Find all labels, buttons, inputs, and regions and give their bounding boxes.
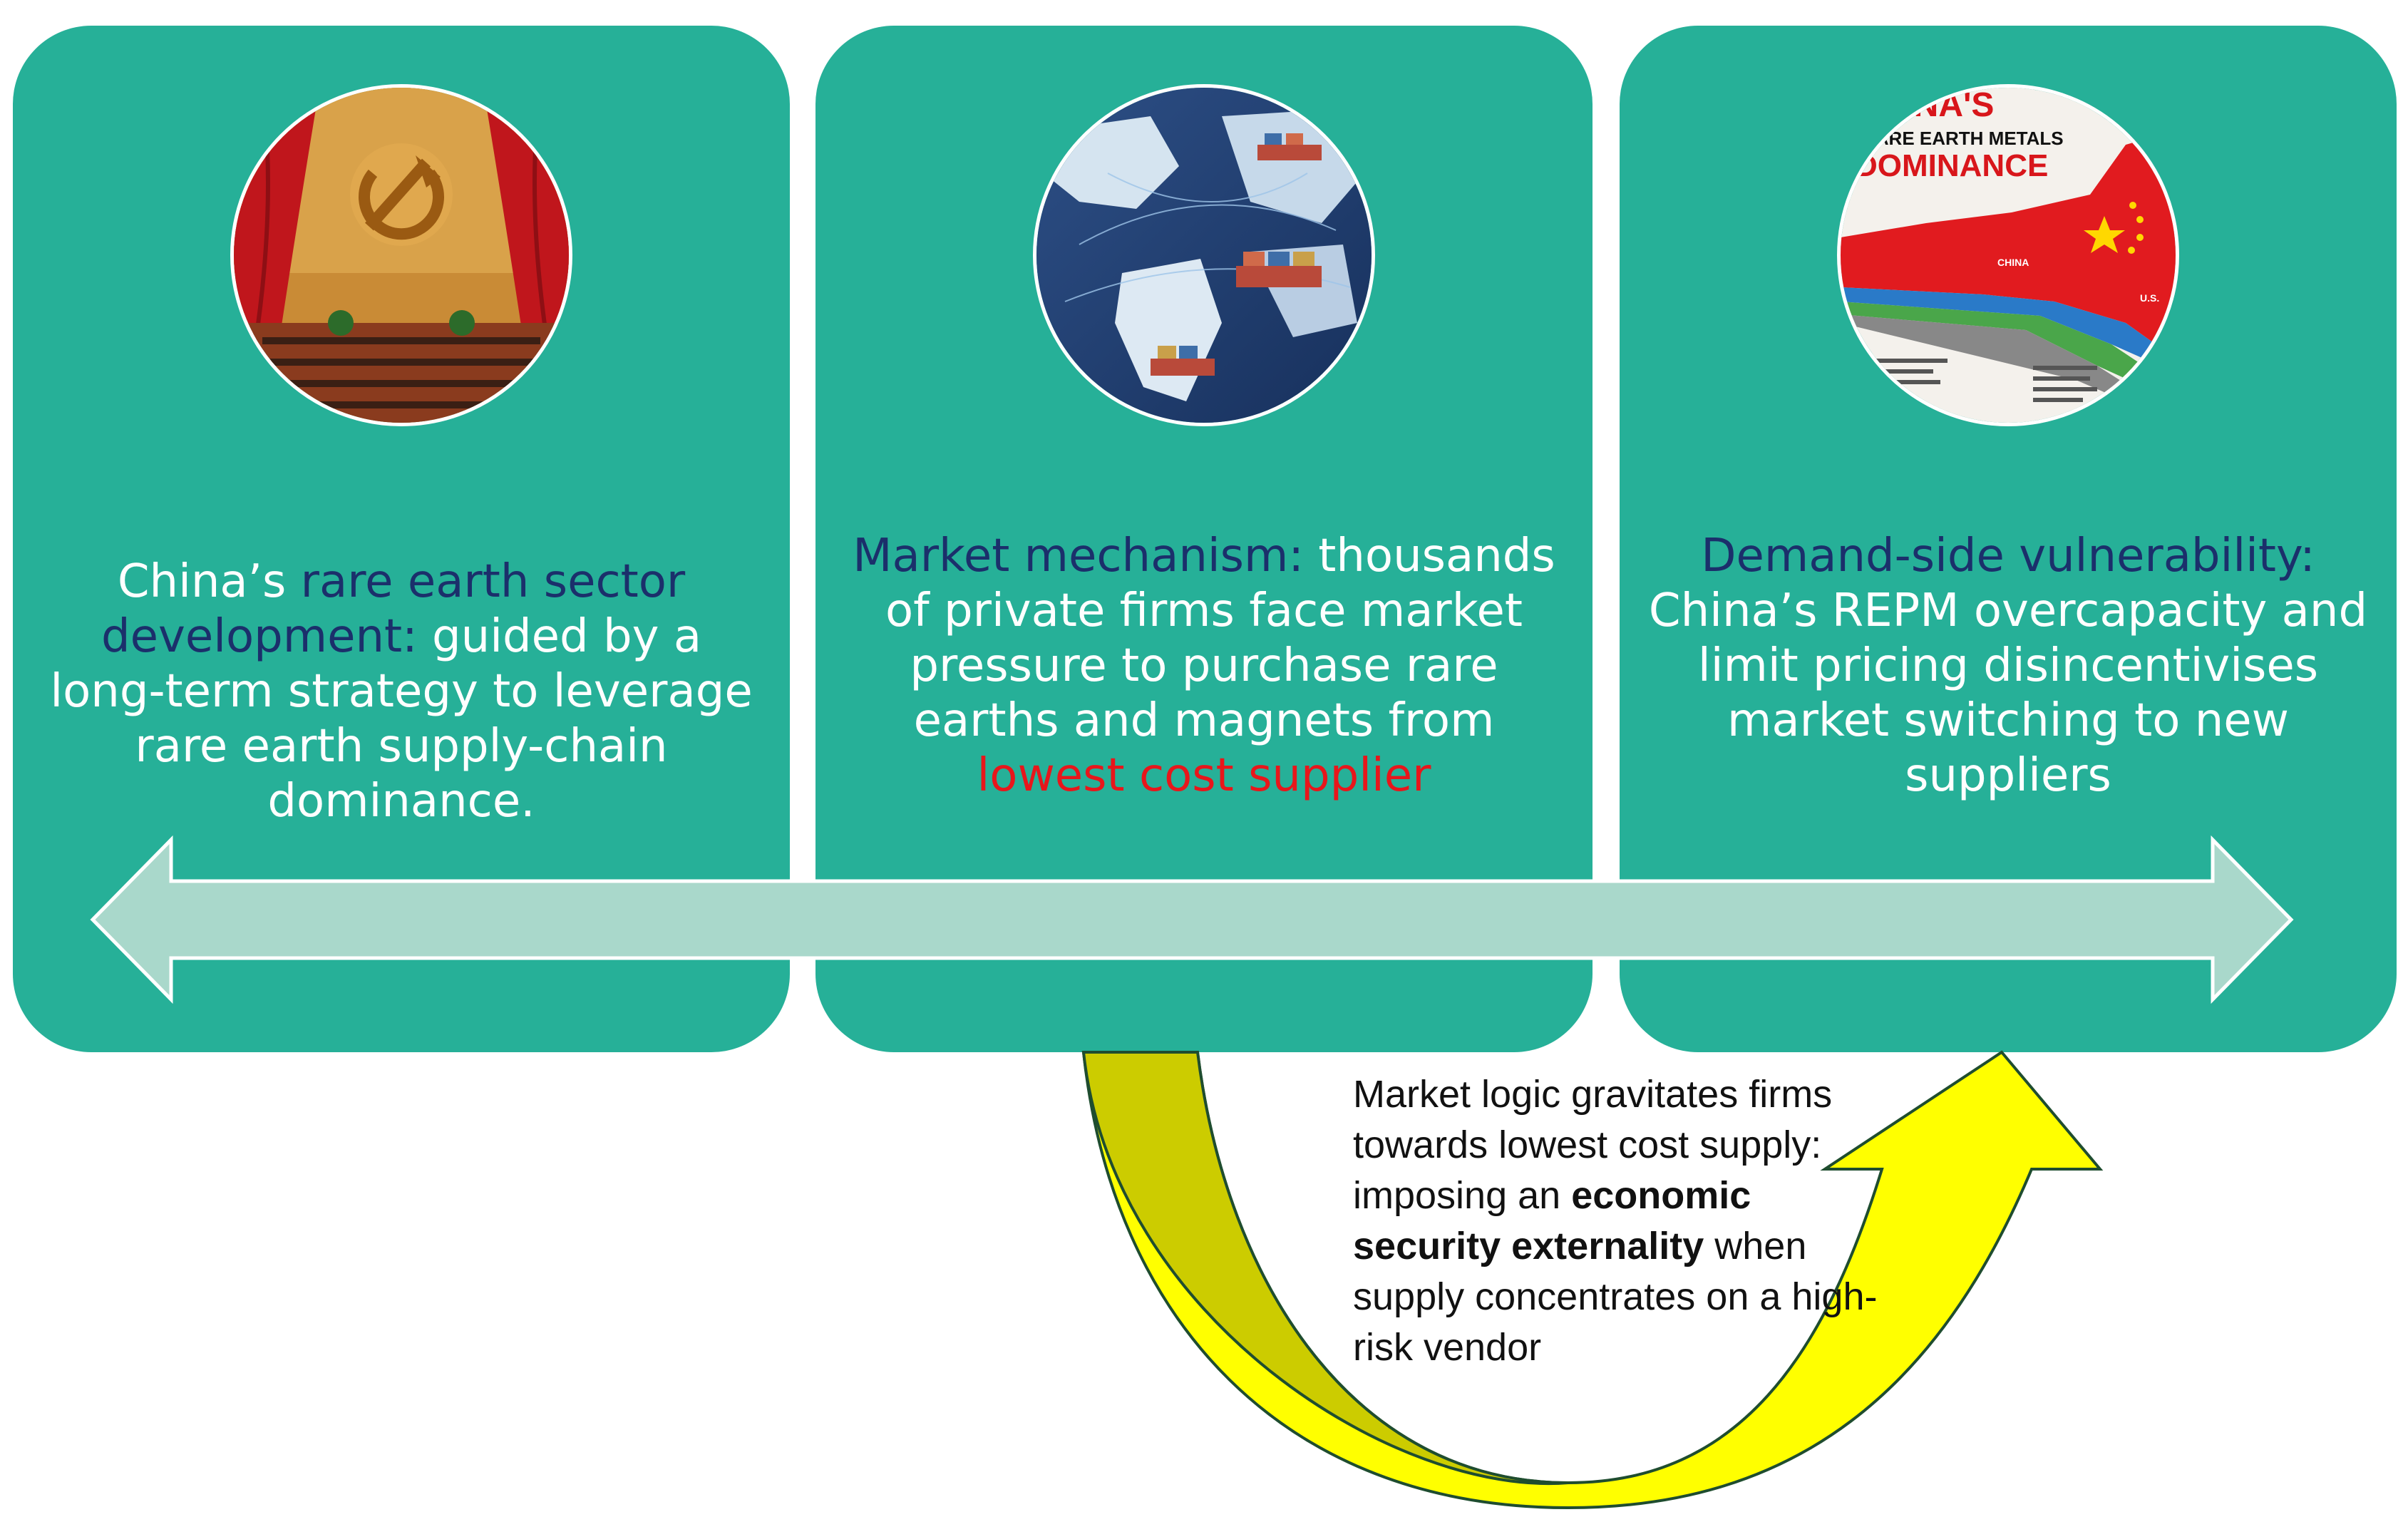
note-bold: economic security externality <box>1353 1174 1751 1267</box>
thumb-title-2: RARE EARTH METALS <box>1862 128 2064 149</box>
card-2-text: Market mechanism: thousands of private f… <box>844 529 1564 803</box>
thumb-label-us: U.S. <box>2140 292 2159 304</box>
card-1-seg-1: rare earth sector development: <box>101 555 686 663</box>
card-2-seg-0: Market mechanism: <box>853 530 1304 582</box>
card-1-seg-0: China’s <box>117 555 301 608</box>
global-shipping-map-photo-icon <box>1033 84 1375 426</box>
market-logic-note: Market logic gravitates firms towards lo… <box>1353 1069 1895 1373</box>
double-headed-arrow-icon <box>90 835 2294 1004</box>
card-1-text: China’s rare earth sector development: g… <box>41 555 761 829</box>
note-part-2: when supply concentrates on a high-risk … <box>1353 1225 1878 1369</box>
card-1-seg-2: guided by a long-term strategy to levera… <box>50 610 753 828</box>
china-dominance-chart-thumbnail-icon: CHINA'S RARE EARTH METALS DOMINANCE CHIN… <box>1837 84 2179 426</box>
card-3-seg-1: China’s REPM overcapacity and limit pric… <box>1648 585 2368 802</box>
card-2-seg-2: lowest cost supplier <box>977 749 1431 802</box>
card-2-seg-1: thousands of private firms face market p… <box>885 530 1555 747</box>
card-3-text: Demand-side vulnerability: China’s REPM … <box>1648 529 2368 803</box>
card-3-seg-0: Demand-side vulnerability: <box>1701 530 2315 582</box>
thumb-label-china: CHINA <box>1997 257 2029 268</box>
thumb-title-3: DOMINANCE <box>1855 148 2048 183</box>
note-part-1: Market logic gravitates firms towards lo… <box>1353 1073 1833 1217</box>
curved-arrow-shade <box>1081 1051 1569 1486</box>
